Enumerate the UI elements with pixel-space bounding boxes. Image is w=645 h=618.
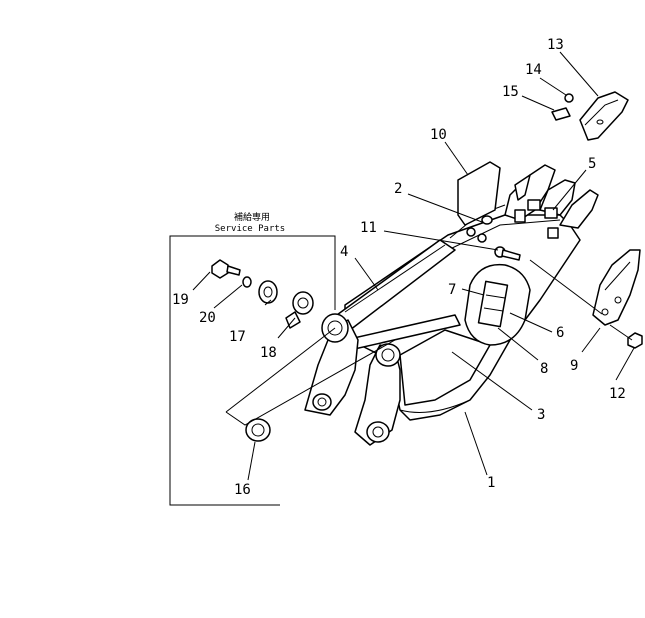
callout-15: 15 [502,84,519,100]
tooth-adapters [504,164,599,239]
callout-2: 2 [394,181,402,197]
nut-12 [627,332,643,349]
callout-3: 3 [537,407,545,423]
callout-14: 14 [525,62,542,78]
bucket-assembly [304,161,599,446]
bushing-16 [245,418,271,442]
bolt-19 [211,259,241,279]
shims-18 [285,291,314,329]
callout-17: 17 [229,329,246,345]
callout-12: 12 [609,386,626,402]
side-cutter [457,161,501,226]
service-box-title-en: Service Parts [215,224,285,234]
callout-20: 20 [199,310,216,326]
callout-numbers: 13 14 15 10 5 2 11 4 7 6 8 9 12 3 1 19 2… [172,37,626,498]
callout-19: 19 [172,292,189,308]
service-parts-box: 補給専用 Service Parts [169,211,336,506]
callout-8: 8 [540,361,548,377]
callout-18: 18 [260,345,277,361]
callout-7: 7 [448,282,456,298]
leader-lines [192,51,635,481]
pin-14 [564,93,574,103]
tooth-13 [579,91,629,141]
wear-plate [477,280,509,328]
spacer-17 [258,280,278,304]
callout-13: 13 [547,37,564,53]
washer-20 [242,276,252,288]
callout-6: 6 [556,325,564,341]
callout-1: 1 [487,475,495,491]
bolt-11 [494,246,521,261]
lock-15 [551,107,571,121]
service-box-title-native: 補給専用 [234,211,270,223]
callout-4: 4 [340,244,348,260]
callout-16: 16 [234,482,251,498]
left-bracket [304,319,359,416]
mid-boss [375,343,401,367]
callout-5: 5 [588,156,596,172]
bottom-plate [399,329,491,406]
callout-10: 10 [430,127,447,143]
callout-11: 11 [360,220,377,236]
callout-9: 9 [570,358,578,374]
side-cutter-9 [592,249,641,326]
